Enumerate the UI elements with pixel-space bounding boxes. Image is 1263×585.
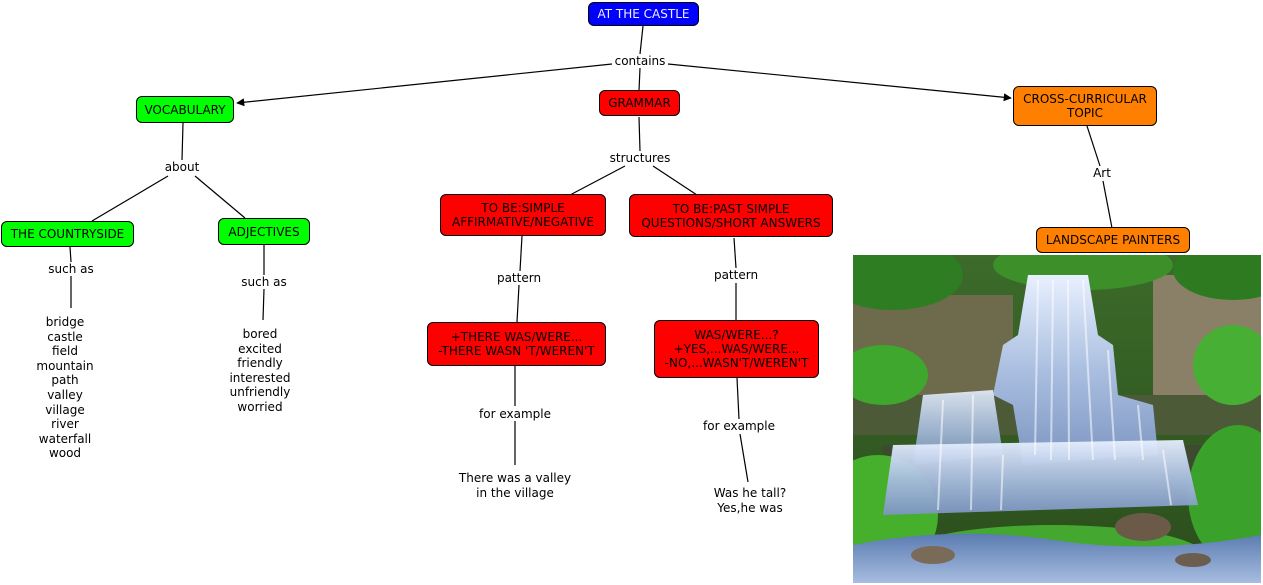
line-contains-grammar bbox=[638, 67, 641, 92]
node-cross-curricular-topic[interactable]: CROSS-CURRICULAR TOPIC bbox=[1013, 86, 1157, 126]
example-sentence-was-he-tall: Was he tall? Yes,he was bbox=[713, 486, 787, 515]
arrow-to-vocabulary bbox=[236, 63, 613, 107]
line-about-countryside bbox=[91, 175, 169, 222]
link-label-about: about bbox=[163, 160, 201, 174]
node-the-countryside[interactable]: THE COUNTRYSIDE bbox=[1, 221, 134, 247]
node-to-be-simple[interactable]: TO BE:SIMPLE AFFIRMATIVE/NEGATIVE bbox=[440, 194, 606, 236]
node-adjectives[interactable]: ADJECTIVES bbox=[218, 218, 310, 245]
line-waswere-example bbox=[736, 377, 740, 420]
node-at-the-castle[interactable]: AT THE CASTLE bbox=[588, 2, 699, 26]
link-label-structures: structures bbox=[608, 151, 672, 165]
countryside-word-list: bridge castle field mountain path valley… bbox=[36, 315, 94, 461]
link-label-for-example: for example bbox=[702, 419, 776, 433]
line-grammar-structures bbox=[638, 116, 641, 152]
node-to-be-past-simple[interactable]: TO BE:PAST SIMPLE QUESTIONS/SHORT ANSWER… bbox=[629, 194, 833, 237]
line-root-contains bbox=[639, 25, 644, 55]
node-grammar[interactable]: GRAMMAR bbox=[599, 90, 680, 116]
node-vocabulary[interactable]: VOCABULARY bbox=[136, 96, 234, 123]
line-suchas-adjwords bbox=[262, 288, 265, 321]
example-sentence-there-was: There was a valley in the village bbox=[458, 471, 572, 500]
link-label-pattern: pattern bbox=[712, 268, 760, 282]
node-landscape-painters[interactable]: LANDSCAPE PAINTERS bbox=[1036, 227, 1190, 253]
line-past-pattern bbox=[733, 237, 737, 269]
arrow-to-cross bbox=[667, 63, 1012, 102]
line-pattern-therewas bbox=[516, 284, 520, 323]
line-cross-art bbox=[1086, 125, 1101, 167]
line-structures-past bbox=[652, 165, 698, 196]
link-label-pattern: pattern bbox=[495, 271, 543, 285]
link-label-such-as: such as bbox=[240, 275, 288, 289]
line-about-adjectives bbox=[194, 175, 246, 219]
waterfall-photo bbox=[853, 255, 1261, 583]
line-vocab-about bbox=[181, 122, 184, 161]
node-there-was-were[interactable]: +THERE WAS/WERE... -THERE WASN 'T/WEREN'… bbox=[427, 322, 606, 366]
line-structures-simple bbox=[569, 165, 626, 196]
link-label-art: Art bbox=[1092, 166, 1112, 180]
line-art-landscape bbox=[1102, 180, 1113, 229]
line-countryside-suchas bbox=[69, 246, 72, 263]
link-label-contains: contains bbox=[613, 54, 667, 68]
node-was-were-question[interactable]: WAS/WERE...? +YES,...WAS/WERE... -NO,...… bbox=[654, 320, 819, 378]
link-label-such-as: such as bbox=[47, 262, 95, 276]
link-label-for-example: for example bbox=[478, 407, 552, 421]
adjective-word-list: bored excited friendly interested unfrie… bbox=[229, 327, 291, 414]
line-example-sentence2 bbox=[739, 433, 749, 483]
line-simple-pattern bbox=[519, 235, 523, 272]
